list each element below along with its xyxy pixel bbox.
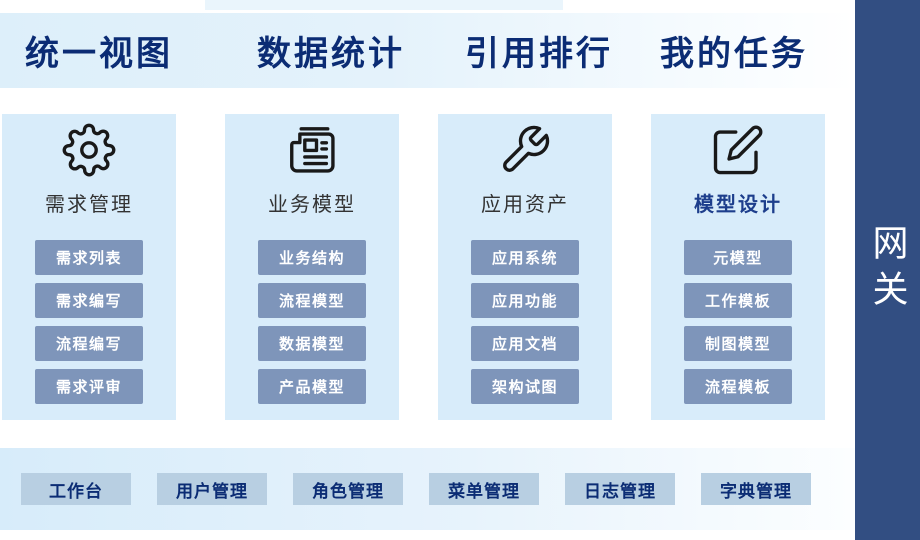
- card-button[interactable]: 流程模板: [684, 369, 792, 404]
- card-button[interactable]: 业务结构: [258, 240, 366, 275]
- card-button[interactable]: 应用文档: [471, 326, 579, 361]
- bottom-nav: 工作台 用户管理 角色管理 菜单管理 日志管理 字典管理: [0, 448, 855, 530]
- footer-button-log-management[interactable]: 日志管理: [565, 473, 675, 505]
- card-title: 业务模型: [268, 194, 356, 216]
- card-button[interactable]: 需求评审: [35, 369, 143, 404]
- card-button[interactable]: 工作模板: [684, 283, 792, 318]
- footer-button-user-management[interactable]: 用户管理: [157, 473, 267, 505]
- card-title: 应用资产: [481, 194, 569, 216]
- gateway-sidebar[interactable]: 网关: [855, 0, 920, 540]
- card-button[interactable]: 制图模型: [684, 326, 792, 361]
- top-edge-strip: [205, 0, 563, 10]
- card-business-model: 业务模型 业务结构 流程模型 数据模型 产品模型: [225, 114, 399, 420]
- card-button[interactable]: 应用功能: [471, 283, 579, 318]
- nav-item-unified-view[interactable]: 统一视图: [25, 35, 173, 73]
- footer-button-role-management[interactable]: 角色管理: [293, 473, 403, 505]
- card-button[interactable]: 应用系统: [471, 240, 579, 275]
- card-title: 需求管理: [45, 194, 133, 216]
- gateway-label: 网关: [867, 224, 909, 316]
- edit-icon: [711, 123, 765, 177]
- top-nav: 统一视图 数据统计 引用排行 我的任务: [0, 13, 855, 88]
- wrench-icon: [498, 123, 552, 177]
- card-button[interactable]: 流程编写: [35, 326, 143, 361]
- gear-icon: [62, 123, 116, 177]
- nav-item-my-tasks[interactable]: 我的任务: [660, 35, 808, 73]
- footer-button-workbench[interactable]: 工作台: [21, 473, 131, 505]
- card-button[interactable]: 产品模型: [258, 369, 366, 404]
- card-application-assets: 应用资产 应用系统 应用功能 应用文档 架构试图: [438, 114, 612, 420]
- card-button[interactable]: 需求列表: [35, 240, 143, 275]
- card-button[interactable]: 数据模型: [258, 326, 366, 361]
- card-button[interactable]: 需求编写: [35, 283, 143, 318]
- card-button-group: 应用系统 应用功能 应用文档 架构试图: [471, 240, 579, 404]
- footer-button-menu-management[interactable]: 菜单管理: [429, 473, 539, 505]
- card-button[interactable]: 架构试图: [471, 369, 579, 404]
- card-button-group: 需求列表 需求编写 流程编写 需求评审: [35, 240, 143, 404]
- card-button[interactable]: 流程模型: [258, 283, 366, 318]
- footer-button-dict-management[interactable]: 字典管理: [701, 473, 811, 505]
- card-model-design: 模型设计 元模型 工作模板 制图模型 流程模板: [651, 114, 825, 420]
- nav-item-data-statistics[interactable]: 数据统计: [257, 35, 405, 73]
- newspaper-icon: [285, 123, 339, 177]
- card-requirements-management: 需求管理 需求列表 需求编写 流程编写 需求评审: [2, 114, 176, 420]
- card-button[interactable]: 元模型: [684, 240, 792, 275]
- card-button-group: 元模型 工作模板 制图模型 流程模板: [684, 240, 792, 404]
- card-button-group: 业务结构 流程模型 数据模型 产品模型: [258, 240, 366, 404]
- card-title: 模型设计: [694, 194, 782, 216]
- nav-item-citation-ranking[interactable]: 引用排行: [465, 35, 613, 73]
